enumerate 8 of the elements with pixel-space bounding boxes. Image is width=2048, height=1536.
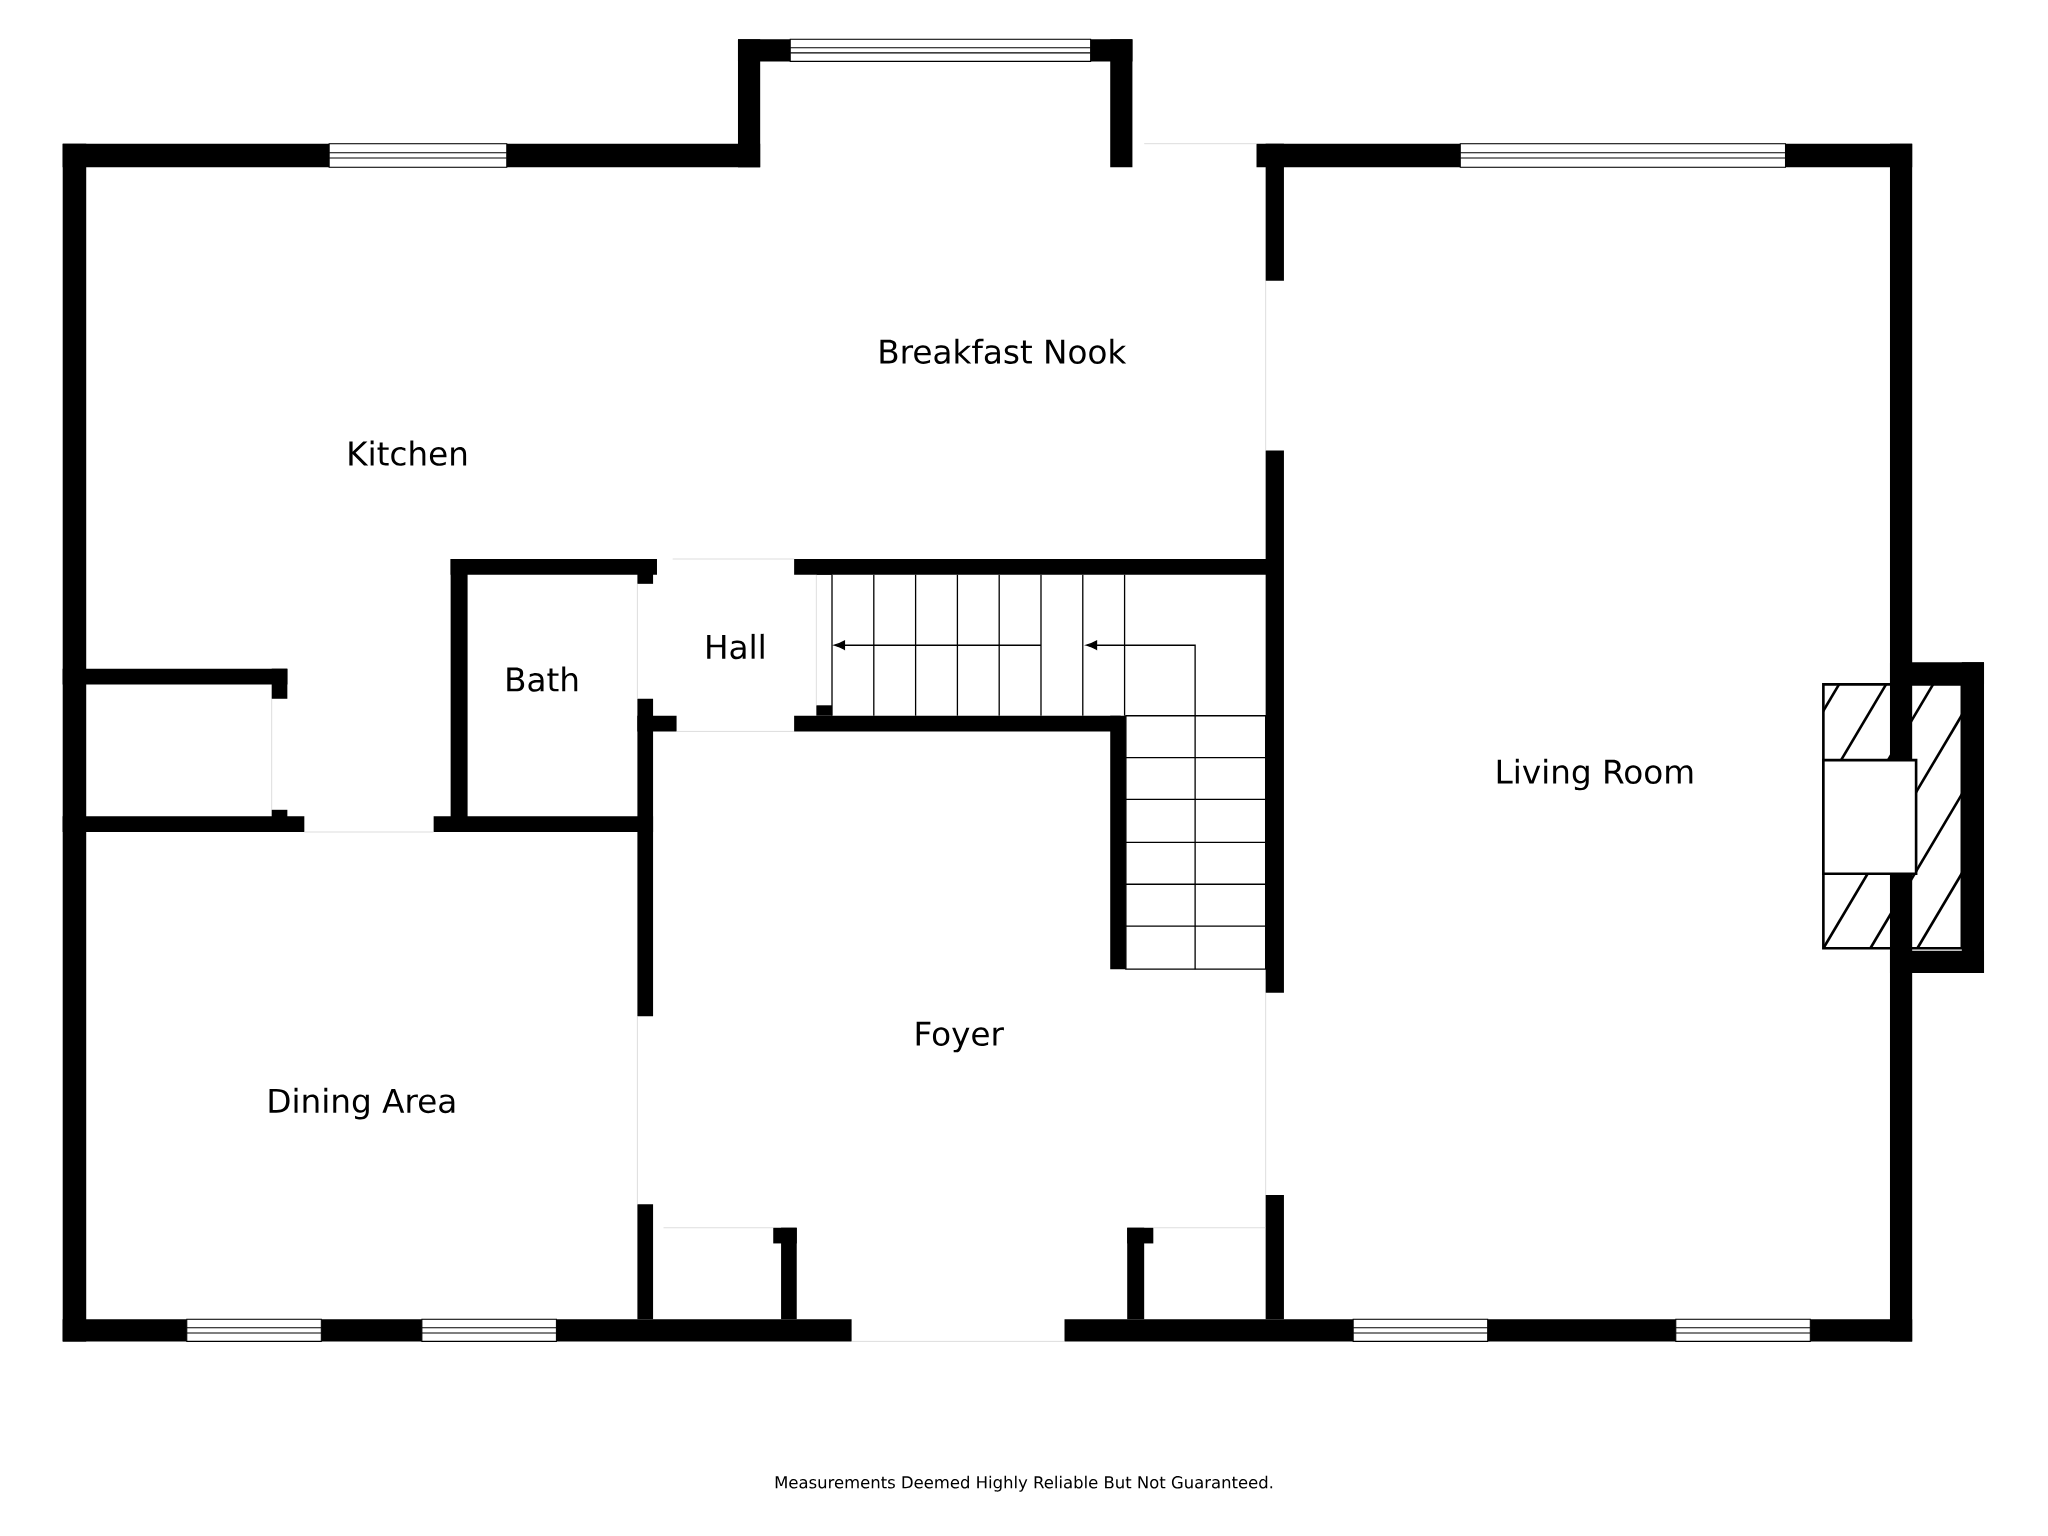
footer-note: Measurements Deemed Highly Reliable But Not Guaranteed.	[775, 1475, 1273, 1492]
room-label: Kitchen	[349, 440, 467, 466]
room-label: Foyer	[916, 1021, 1004, 1053]
room-label: Hall	[707, 633, 764, 660]
room-label: Dining Area	[269, 1087, 455, 1120]
room-label: Bath	[507, 666, 578, 692]
room-label: Living Room	[1497, 758, 1693, 791]
room-label: Breakfast Nook	[880, 338, 1127, 364]
